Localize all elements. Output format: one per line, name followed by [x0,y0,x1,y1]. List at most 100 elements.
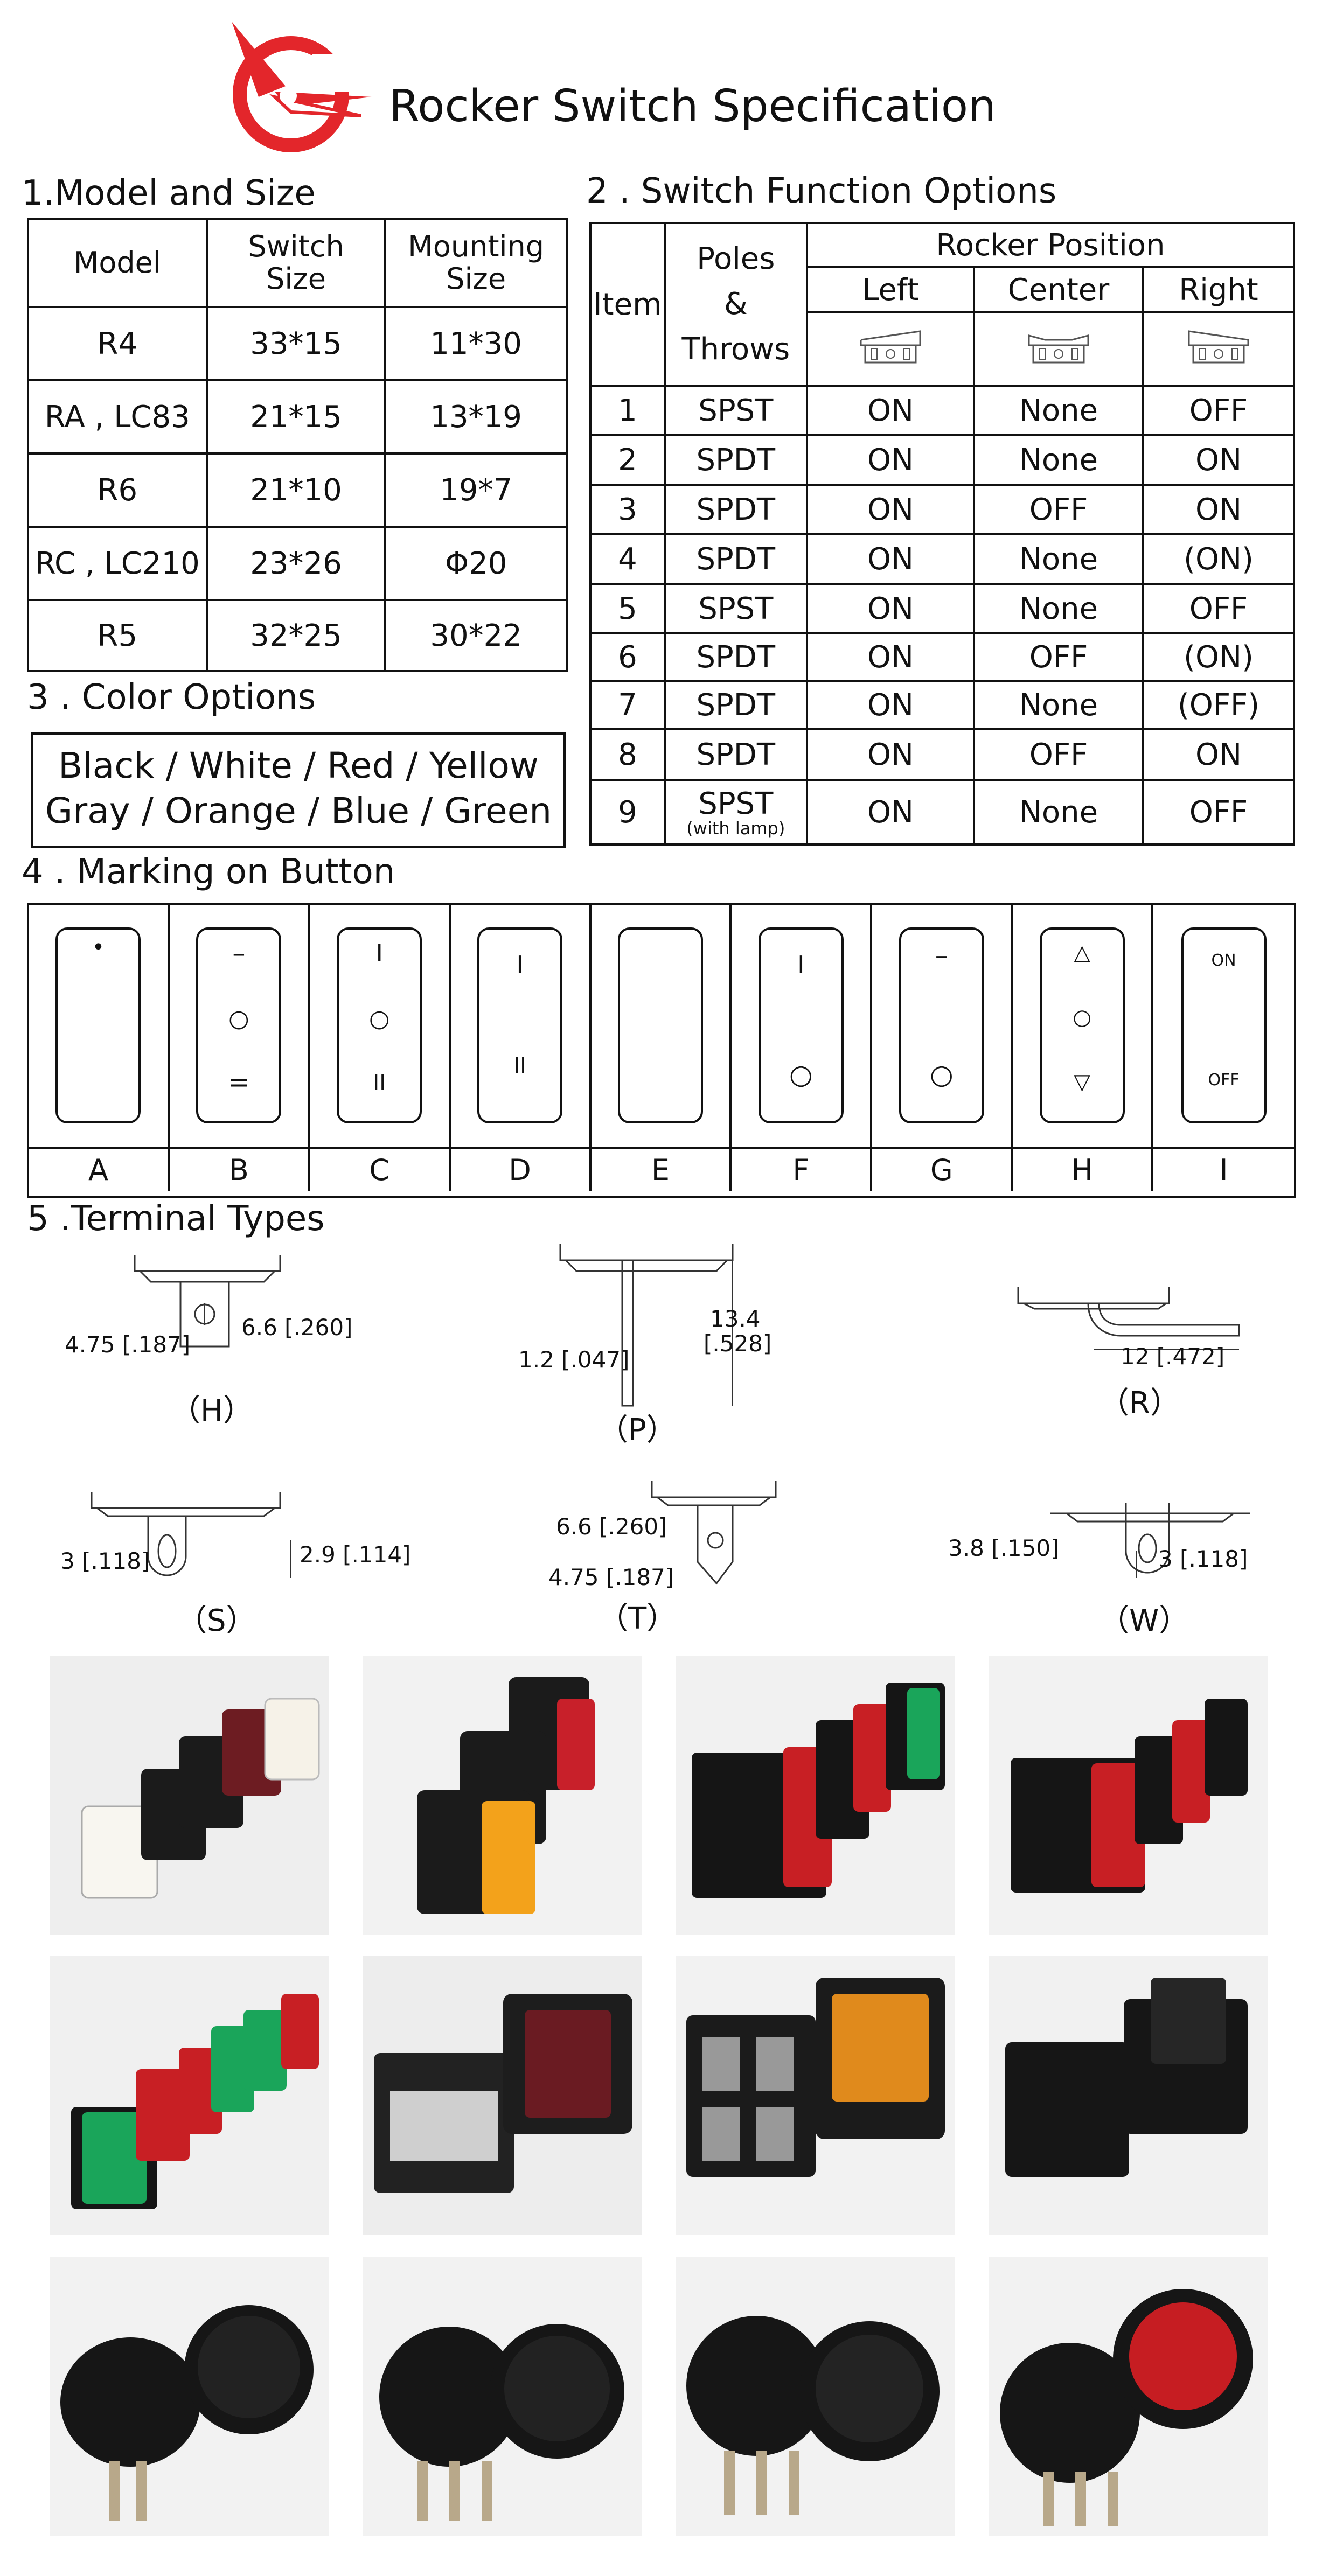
table-cell: 2 [589,434,666,486]
terminal-t-caption: （T） [598,1601,677,1636]
double-dash-icon: = [228,1067,250,1098]
table-cell: ON [805,484,976,535]
product-photo [676,1956,955,2235]
terminal-w-drawing [1050,1503,1250,1578]
header-center: Center [973,266,1145,313]
double-bar-icon: II [373,1071,386,1095]
product-photo [363,2257,642,2536]
terminal-h-dim-length: 6.6 [.260] [241,1314,353,1341]
product-photo [363,1656,642,1935]
table-cell: OFF [973,632,1145,682]
dot-icon: • [92,935,105,960]
bar-icon: I [375,939,383,967]
terminal-p-dim-length: 13.4 [710,1306,761,1332]
table-cell: ON [1142,484,1295,535]
table-cell: ON [805,728,976,781]
double-bar-icon: II [513,1053,526,1078]
marking-a: • [29,905,170,1147]
circle-icon: ○ [789,1059,813,1090]
marking-label: F [732,1147,873,1191]
table-cell: OFF [973,728,1145,781]
product-photo [989,1656,1268,1935]
circle-icon: ○ [369,1005,390,1032]
terminal-w-caption: （W） [1099,1603,1189,1638]
off-text: OFF [1208,1071,1240,1090]
table-cell: None [973,385,1145,436]
table-cell: 6 [589,632,666,682]
bar-icon: I [516,951,524,979]
section3-heading: 3 . Color Options [27,678,316,717]
button-outline: △○▽ [1039,927,1125,1123]
table-cell: RA , LC83 [27,379,208,455]
header-model: Model [27,218,208,308]
circle-icon: ○ [929,1059,954,1090]
product-photo [50,2257,329,2536]
table-cell: R5 [27,599,208,672]
button-outline: I○ [758,927,844,1123]
table-cell: ON [805,779,976,846]
marking-label: B [169,1147,310,1191]
button-outline: ON OFF [1181,927,1267,1123]
table-cell: 4 [589,533,666,585]
table-cell: OFF [1142,385,1295,436]
table-cell: ON [805,583,976,634]
table-cell: (ON) [1142,533,1295,585]
circle-icon: ○ [228,1005,249,1032]
terminal-r-caption: （R） [1099,1386,1180,1421]
table-cell: RC , LC210 [27,526,208,601]
header-mounting-size: Mounting Size [384,218,568,308]
header-rocker-position: Rocker Position [805,222,1296,268]
table-cell: 23*26 [205,526,387,601]
table-cell: OFF [1142,583,1295,634]
marking-c: I ○ II [310,905,451,1147]
terminal-s-dim-offset: 2.9 [.114] [300,1541,411,1568]
table-cell: ON [805,680,976,730]
marking-e [592,905,732,1147]
terminal-r-dim-length: 12 [.472] [1121,1343,1225,1370]
marking-label: E [591,1147,732,1191]
section2-heading: 2 . Switch Function Options [586,171,1057,211]
table-cell: ON [805,385,976,436]
product-photo [989,2257,1268,2536]
table-cell: OFF [973,484,1145,535]
table-cell: 8 [589,728,666,781]
table-cell: 7 [589,680,666,730]
table-cell: None [973,779,1145,846]
table-cell: 3 [589,484,666,535]
table-cell: SPDT [663,484,808,535]
terminal-h-caption: （H） [170,1393,254,1428]
marking-i: ON OFF [1153,905,1294,1147]
marking-label: A [29,1147,170,1191]
table-cell: SPST [663,583,808,634]
triangle-down-icon: ▽ [1074,1070,1091,1094]
terminal-s-dim-width: 3 [.118] [60,1548,150,1574]
table-cell: 32*25 [205,599,387,672]
table-cell: SPDT [663,434,808,486]
company-logo [232,22,372,152]
button-outline: I ○ II [337,927,422,1123]
terminal-s-drawing [91,1492,291,1578]
terminal-p-dim-thickness: 1.2 [.047] [518,1346,630,1373]
table-cell: ON [1142,728,1295,781]
rocker-center-diagram [973,311,1145,387]
table-cell: 33*15 [205,306,387,381]
terminal-p-drawing [559,1244,734,1407]
table-cell: R6 [27,452,208,528]
button-outline: –○ [899,927,984,1123]
bar-icon: I [797,951,805,979]
marking-h: △○▽ [1013,905,1154,1147]
table-cell: ON [805,434,976,486]
marking-label: D [450,1147,592,1191]
button-outline: • [55,927,141,1123]
button-outline [617,927,703,1123]
on-text: ON [1211,951,1236,970]
table-cell: 13*19 [384,379,568,455]
product-photo [50,1656,329,1935]
terminal-t-dim-length: 6.6 [.260] [556,1513,667,1540]
color-options-box: Black / White / Red / Yellow Gray / Oran… [31,732,566,848]
rocker-right-diagram [1142,311,1295,387]
